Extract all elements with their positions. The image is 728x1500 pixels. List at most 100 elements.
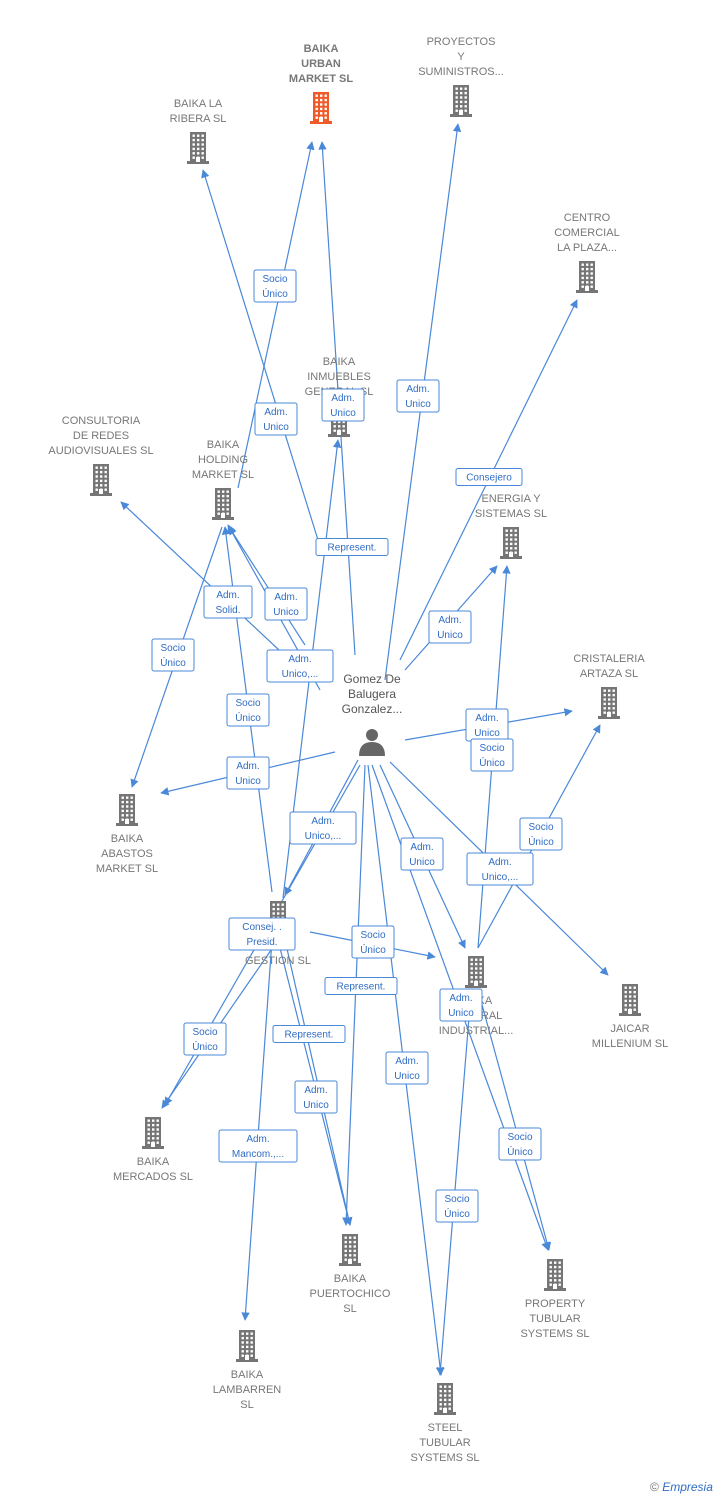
relation-label-text: Adm. — [304, 1085, 327, 1096]
relation-label-box — [226, 693, 270, 727]
relation-label-box — [498, 1127, 542, 1161]
relation-label[interactable]: Adm.Unico — [254, 402, 298, 436]
company-label: INDUSTRIAL... — [439, 1025, 514, 1037]
relation-label-box — [315, 538, 389, 556]
relation-label-text: Socio — [192, 1027, 217, 1038]
relation-label[interactable]: Represent. — [272, 1025, 346, 1043]
relation-label-text: Unico,... — [482, 872, 519, 883]
relation-label[interactable]: Consej. .Presid. — [228, 917, 296, 951]
company-label: MARKET SL — [289, 73, 353, 85]
relation-label-text: Único — [160, 656, 186, 669]
relation-label[interactable]: Represent. — [315, 538, 389, 556]
relation-label-box — [264, 587, 308, 621]
relation-label[interactable]: Adm.Unico — [264, 587, 308, 621]
relation-label[interactable]: Adm.Unico,... — [289, 811, 357, 845]
relation-label-text: Adm. — [438, 615, 461, 626]
company-label: PUERTOCHICO — [310, 1288, 391, 1300]
relation-label[interactable]: Adm.Solid. — [203, 585, 253, 619]
relation-label[interactable]: Adm. Unico,... — [466, 852, 534, 886]
relation-label-text: Unico — [474, 728, 500, 739]
relation-label[interactable]: Adm.Unico — [396, 379, 440, 413]
relation-label[interactable]: Adm.Unico — [400, 837, 444, 871]
company-label: ARTAZA SL — [580, 668, 638, 680]
relation-label[interactable]: Adm.Mancom.,... — [218, 1129, 298, 1163]
building-icon — [116, 794, 138, 826]
company-label: ENERGIA Y — [481, 493, 541, 505]
company-label: MARKET SL — [192, 469, 254, 481]
company-label: BAIKA — [304, 43, 339, 55]
relation-label-text: Adm. — [288, 654, 311, 665]
relation-label-text: Adm. — [488, 857, 511, 868]
relation-label[interactable]: Adm.Unico — [294, 1080, 338, 1114]
company-label: SYSTEMS SL — [410, 1452, 479, 1464]
company-label: SL — [240, 1399, 253, 1411]
company-label: COMERCIAL — [554, 227, 619, 239]
company-label: CRISTALERIA — [573, 653, 645, 665]
company-label: LAMBARREN — [213, 1384, 282, 1396]
company-label: TUBULAR — [419, 1437, 470, 1449]
relation-label[interactable]: Adm.Unico — [439, 988, 483, 1022]
building-icon — [619, 984, 641, 1016]
relation-label-text: Adm. — [246, 1134, 269, 1145]
company-label: SL — [343, 1303, 356, 1315]
relation-label-box — [254, 402, 298, 436]
relation-label-text: Único — [262, 287, 288, 300]
company-label: CENTRO — [564, 212, 611, 224]
relation-label-box — [439, 988, 483, 1022]
relation-label[interactable]: Adm.Unico — [385, 1051, 429, 1085]
relation-label-text: Adm. — [449, 993, 472, 1004]
company-label: BAIKA — [231, 1369, 264, 1381]
relation-label[interactable]: Adm.Unico,... — [266, 649, 334, 683]
relation-label[interactable]: Adm.Unico — [428, 610, 472, 644]
edge-p-holding — [228, 526, 306, 646]
relation-label-box — [324, 977, 398, 995]
company-label: SYSTEMS SL — [520, 1328, 589, 1340]
person-name: Gonzalez... — [342, 702, 403, 716]
company-label: BAIKA — [137, 1156, 170, 1168]
relation-label[interactable]: Adm.Unico — [465, 708, 509, 742]
relation-label-box — [351, 925, 395, 959]
relation-label[interactable]: Adm.Unico — [226, 756, 270, 790]
company-node-lambarren[interactable]: BAIKA LAMBARREN SL — [213, 1330, 282, 1411]
relation-label-text: Adm. — [311, 816, 334, 827]
company-label: GESTION SL — [245, 955, 311, 967]
relation-label[interactable]: Consejero — [455, 468, 523, 486]
relation-label-box — [183, 1022, 227, 1056]
relation-label[interactable]: Adm.Unico — [321, 388, 365, 422]
company-node-proyectos[interactable]: PROYECTOSYSUMINISTROS... — [418, 36, 504, 117]
relation-label-text: Unico — [263, 422, 289, 433]
person-name: Gomez De — [343, 672, 401, 686]
relation-label-text: Socio — [235, 698, 260, 709]
company-node-cristaleria[interactable]: CRISTALERIA ARTAZA SL — [573, 653, 645, 719]
edge-p-consultoria — [120, 501, 296, 666]
relation-label-text: Unico — [330, 408, 356, 419]
company-label: RIBERA SL — [170, 113, 227, 125]
building-icon — [142, 1117, 164, 1149]
relation-label[interactable]: Represent. — [324, 977, 398, 995]
person-node[interactable]: Gomez DeBalugeraGonzalez... — [342, 672, 403, 756]
relation-label-text: Único — [235, 711, 261, 724]
footer-brand[interactable]: © Empresia — [650, 1480, 713, 1494]
